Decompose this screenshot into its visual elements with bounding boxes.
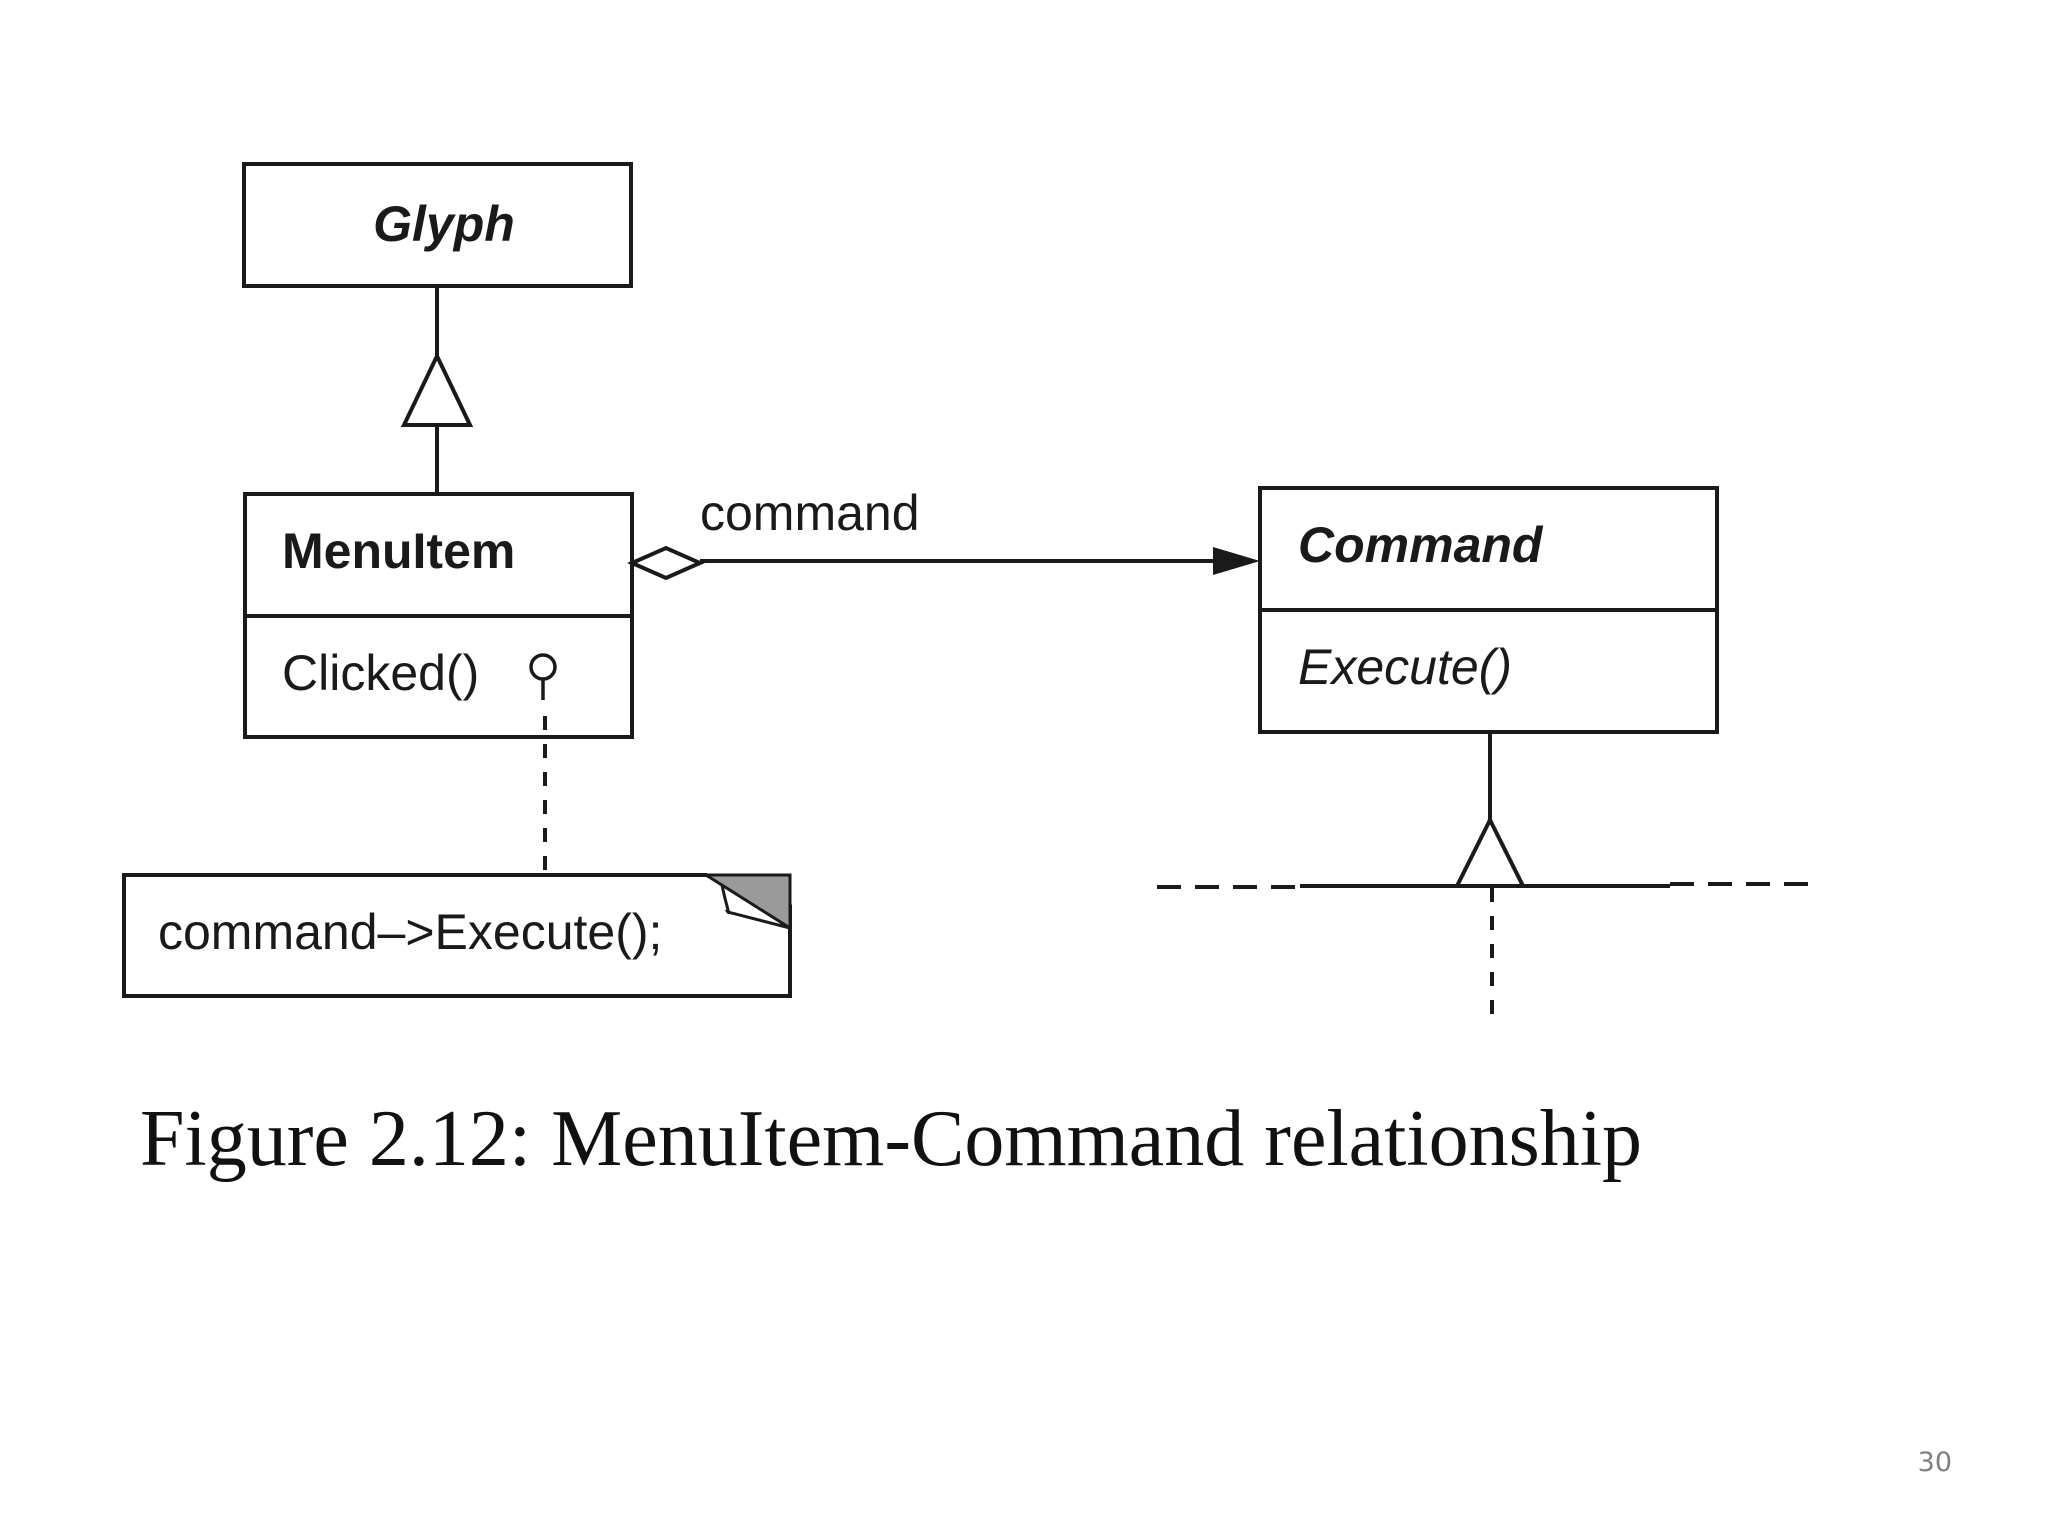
figure-caption: Figure 2.12: MenuItem-Command relationsh… <box>140 1095 1642 1183</box>
association-command: command <box>627 485 1260 581</box>
command-class-name: Command <box>1298 517 1544 573</box>
menuitem-operation: Clicked() <box>282 645 479 701</box>
glyph-class-name: Glyph <box>373 196 515 252</box>
inheritance-menuitem-to-glyph <box>400 286 474 494</box>
glyph-class-box <box>242 162 633 288</box>
association-arrowhead-icon <box>1213 547 1260 575</box>
glyph-class: Glyph <box>242 162 633 288</box>
inheritance-subclasses-to-command <box>1157 732 1818 1025</box>
menuitem-class-name: MenuItem <box>282 523 515 579</box>
note-fold-corner-icon <box>700 873 792 931</box>
command-inheritance-triangle-icon <box>1453 815 1527 888</box>
aggregation-diamond-icon <box>627 545 705 581</box>
note-anchor-circle-icon <box>529 653 557 681</box>
association-label: command <box>700 485 920 541</box>
note-box <box>122 873 792 998</box>
inheritance-triangle-icon <box>400 351 474 427</box>
command-operation: Execute() <box>1298 639 1512 695</box>
command-class: Command Execute() <box>1258 486 1719 734</box>
note: command–>Execute(); <box>122 873 792 998</box>
note-fold-curl-icon <box>720 884 791 930</box>
note-text: command–>Execute(); <box>158 904 662 960</box>
menuitem-class: MenuItem Clicked() <box>243 492 634 739</box>
page-number: 30 <box>1917 1447 1952 1478</box>
